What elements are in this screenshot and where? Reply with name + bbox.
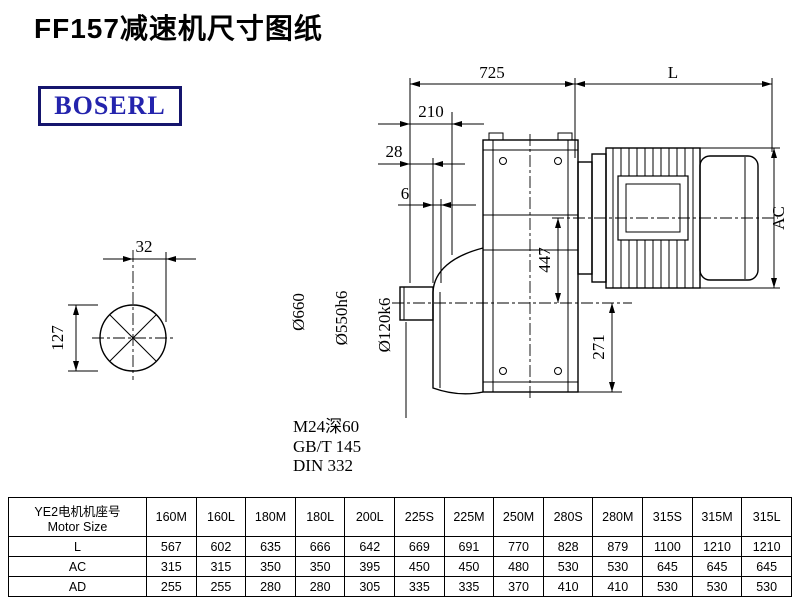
- table-cell: 370: [493, 576, 544, 597]
- dim-label-dia660: Ø660: [289, 293, 308, 331]
- dim-label-28: 28: [386, 142, 403, 161]
- dim-label-447: 447: [535, 247, 554, 273]
- row-label: L: [8, 536, 147, 557]
- header-frame: 180L: [294, 497, 346, 537]
- table-cell: 530: [691, 576, 743, 597]
- table-cell: 410: [542, 576, 594, 597]
- header-frame: 315S: [642, 497, 693, 537]
- table-cell: 335: [443, 576, 495, 597]
- table-cell: 770: [493, 536, 544, 557]
- table-header-row: YE2电机机座号 Motor Size 160M 160L 180M 180L …: [8, 497, 792, 537]
- header-frame: 280S: [542, 497, 594, 537]
- table-row-AD: AD 255 255 280 280 305 335 335 370 410 4…: [8, 576, 792, 597]
- motor-nameplate: [617, 175, 689, 241]
- header-frame: 225S: [394, 497, 445, 537]
- row-label: AD: [8, 576, 147, 597]
- table-cell: 602: [195, 536, 247, 557]
- table-cell: 255: [146, 576, 197, 597]
- header-frame: 160L: [195, 497, 247, 537]
- table-cell: 315: [146, 556, 197, 577]
- table-cell: 410: [592, 576, 644, 597]
- dimension-labels: 725 L 210 28 6 32 127 447 271 AC Ø660 Ø5…: [48, 63, 788, 475]
- table-cell: 1210: [741, 536, 792, 557]
- table-cell: 255: [195, 576, 247, 597]
- table-cell: 350: [294, 556, 346, 577]
- dim-label-AC: AC: [769, 206, 788, 230]
- table-cell: 666: [294, 536, 346, 557]
- table-cell: 280: [245, 576, 296, 597]
- dim-label-6: 6: [401, 184, 410, 203]
- table-cell: 280: [294, 576, 346, 597]
- table-cell: 567: [146, 536, 197, 557]
- dim-label-210: 210: [418, 102, 444, 121]
- table-cell: 645: [642, 556, 693, 577]
- table-cell: 305: [344, 576, 396, 597]
- technical-drawing: 725 L 210 28 6 32 127 447 271 AC Ø660 Ø5…: [48, 63, 788, 475]
- page-title: FF157减速机尺寸图纸: [34, 13, 323, 44]
- table-cell: 480: [493, 556, 544, 577]
- table-cell: 530: [642, 576, 693, 597]
- dim-label-127: 127: [48, 325, 67, 351]
- table-cell: 530: [542, 556, 594, 577]
- header-frame: 280M: [592, 497, 644, 537]
- table-cell: 645: [741, 556, 792, 577]
- header-motor-size-en: Motor Size: [47, 519, 108, 534]
- side-view: [92, 250, 174, 380]
- dim-label-32: 32: [136, 237, 153, 256]
- table-cell: 530: [741, 576, 792, 597]
- header-frame: 315M: [691, 497, 743, 537]
- table-cell: 642: [344, 536, 396, 557]
- dim-label-725: 725: [479, 63, 505, 82]
- table-cell: 1210: [691, 536, 743, 557]
- table-cell: 879: [592, 536, 644, 557]
- table-cell: 530: [592, 556, 644, 577]
- table-cell: 828: [542, 536, 594, 557]
- dim-label-dia120k6: Ø120k6: [375, 298, 394, 353]
- table-cell: 350: [245, 556, 296, 577]
- header-motor-size: YE2电机机座号 Motor Size: [8, 497, 147, 537]
- table-cell: 645: [691, 556, 743, 577]
- header-frame: 160M: [146, 497, 197, 537]
- note-standard-gbt: GB/T 145: [293, 437, 361, 456]
- dim-label-dia550h6: Ø550h6: [332, 291, 351, 346]
- table-cell: 450: [443, 556, 495, 577]
- brand-logo-box: BOSERL: [38, 86, 182, 126]
- table-cell: 450: [394, 556, 445, 577]
- note-standard-din: DIN 332: [293, 456, 353, 475]
- table-row-L: L 567 602 635 666 642 669 691 770 828 87…: [8, 536, 792, 557]
- table-cell: 1100: [642, 536, 693, 557]
- header-motor-size-cn: YE2电机机座号: [34, 504, 121, 519]
- table-cell: 335: [394, 576, 445, 597]
- dim-label-271: 271: [589, 334, 608, 360]
- row-label: AC: [8, 556, 147, 577]
- dim-label-L: L: [668, 63, 678, 82]
- centerlines: [392, 134, 778, 400]
- header-frame: 200L: [344, 497, 396, 537]
- header-frame: 180M: [245, 497, 296, 537]
- note-tap-hole: M24深60: [293, 417, 359, 436]
- table-cell: 691: [443, 536, 495, 557]
- table-cell: 669: [394, 536, 445, 557]
- header-frame: 250M: [493, 497, 544, 537]
- dimension-table: YE2电机机座号 Motor Size 160M 160L 180M 180L …: [8, 497, 792, 597]
- table-cell: 635: [245, 536, 296, 557]
- brand-logo-text: BOSERL: [54, 91, 166, 120]
- header-frame: 315L: [741, 497, 792, 537]
- dimension-lines: [68, 78, 780, 418]
- table-row-AC: AC 315 315 350 350 395 450 450 480 530 5…: [8, 556, 792, 577]
- table-cell: 395: [344, 556, 396, 577]
- table-cell: 315: [195, 556, 247, 577]
- header-frame: 225M: [443, 497, 495, 537]
